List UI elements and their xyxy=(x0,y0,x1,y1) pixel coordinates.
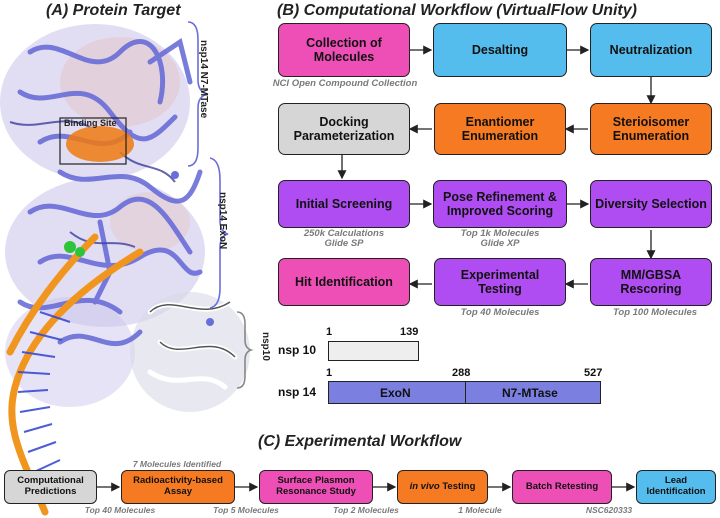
nsp10-brace xyxy=(236,311,254,389)
diversity-selection-box: Diversity Selection xyxy=(590,180,712,228)
nsp14-start: 1 xyxy=(326,367,333,379)
pose-refinement-box: Pose Refinement & Improved Scoring xyxy=(433,180,567,228)
docking-parameterization-box: Docking Parameterization xyxy=(278,103,410,155)
exon-domain-label: ExoN xyxy=(380,386,411,400)
glide-xp: Glide XP xyxy=(480,238,520,250)
nci-collection-note: NCI Open Compound Collection xyxy=(272,78,418,89)
top100-note: Top 100 Molecules xyxy=(612,307,698,318)
nsp10-label: nsp 10 xyxy=(278,343,317,357)
lead-identification-box: Lead Identification xyxy=(636,470,716,504)
seven-identified-note: 7 Molecules Identified xyxy=(132,459,222,469)
testing-text: Testing xyxy=(439,480,476,492)
domain-braces xyxy=(187,21,229,309)
computational-predictions-box: Computational Predictions xyxy=(4,470,97,504)
neutralization-box: Neutralization xyxy=(590,23,712,77)
nsp10-start: 1 xyxy=(326,326,333,338)
nsp14-label: nsp 14 xyxy=(278,385,317,399)
panel-c-title: (C) Experimental Workflow xyxy=(258,433,462,450)
spr-study-box: Surface Plasmon Resonance Study xyxy=(259,470,373,504)
binding-site-label: Binding Site xyxy=(64,118,117,128)
stereoisomer-enumeration-box: Sterioisomer Enumeration xyxy=(590,103,712,155)
nsc-note: NSC620333 xyxy=(585,505,633,515)
initial-screening-box: Initial Screening xyxy=(278,180,410,228)
calculations-note: 250k Calculations Glide SP xyxy=(278,228,410,250)
top40-note-c: Top 40 Molecules xyxy=(84,505,156,515)
desalting-box: Desalting xyxy=(433,23,567,77)
nsp14-bar xyxy=(328,381,601,404)
in-vivo-italic: in vivo xyxy=(409,480,440,492)
in-vivo-testing-box: in vivo Testing xyxy=(397,470,488,504)
nsp10-bar xyxy=(328,341,419,361)
top1k: Top 1k Molecules xyxy=(460,228,540,239)
collection-of-molecules-box: Collection of Molecules xyxy=(278,23,410,77)
nsp10-end: 139 xyxy=(400,326,419,338)
enantiomer-enumeration-box: Enantiomer Enumeration xyxy=(434,103,566,155)
nsp14-mid: 288 xyxy=(452,367,471,379)
radioactivity-assay-box: Radioactivity-based Assay xyxy=(121,470,235,504)
nsp14-end: 527 xyxy=(584,367,603,379)
glide-sp: Glide SP xyxy=(324,238,364,250)
calc-count: 250k Calculations xyxy=(303,228,385,239)
one-molecule-note: 1 Molecule xyxy=(458,505,502,515)
top5-note: Top 5 Molecules xyxy=(213,505,279,515)
experimental-testing-box: Experimental Testing xyxy=(434,258,566,306)
top40-note-b: Top 40 Molecules xyxy=(460,307,540,318)
hit-identification-box: Hit Identification xyxy=(278,258,410,306)
nsp14-domain-divider xyxy=(465,381,467,404)
top1k-note: Top 1k Molecules Glide XP xyxy=(433,228,567,250)
batch-retesting-box: Batch Retesting xyxy=(512,470,612,504)
panel-b-title: (B) Computational Workflow (VirtualFlow … xyxy=(277,2,637,19)
n7mtase-domain-label: N7-MTase xyxy=(502,386,558,400)
protein-structure-illustration xyxy=(0,24,250,516)
top2-note: Top 2 Molecules xyxy=(333,505,399,515)
mmgbsa-rescoring-box: MM/GBSA Rescoring xyxy=(590,258,712,306)
panel-a-title: (A) Protein Target xyxy=(46,2,181,19)
